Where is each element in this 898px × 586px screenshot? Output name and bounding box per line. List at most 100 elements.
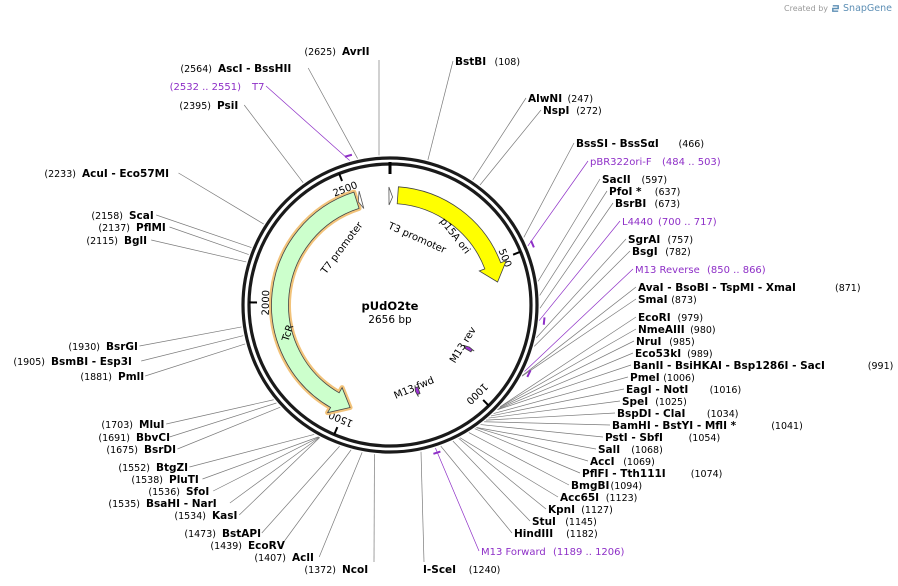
feature-t7-promoter[interactable] <box>357 191 365 209</box>
site-name: BsrBI <box>615 198 646 210</box>
enzyme-label-asci-bsshii[interactable]: (2564)AscI - BssHII <box>180 63 291 75</box>
leader-line <box>440 445 513 534</box>
site-name: KpnI <box>548 504 575 516</box>
enzyme-label-avrii[interactable]: (2625)AvrII <box>304 46 369 58</box>
site-position: (1538) <box>131 475 163 486</box>
feature-p15a-ori[interactable] <box>396 186 508 283</box>
enzyme-label-bsrbi[interactable]: (673)BsrBI <box>615 198 680 210</box>
site-position: (991) <box>868 361 894 372</box>
enzyme-label-nmeaiii[interactable]: (980)NmeAIII <box>638 324 716 336</box>
leader-line <box>458 438 547 510</box>
enzyme-label-bsahi-nari[interactable]: (1535)BsaHI - NarI <box>108 498 216 510</box>
site-name: L4440 <box>622 217 653 228</box>
enzyme-label-bsrdi[interactable]: (1675)BsrDI <box>106 444 176 456</box>
feature-t3-promoter[interactable] <box>388 186 393 206</box>
enzyme-label-sali[interactable]: (1068)SalI <box>598 444 663 456</box>
enzyme-label-acci[interactable]: (1069)AccI <box>590 456 655 468</box>
enzyme-label-pfoi[interactable]: (637)PfoI * <box>609 186 680 198</box>
enzyme-label-bstbi[interactable]: (108)BstBI <box>455 56 520 68</box>
enzyme-label-spei[interactable]: (1025)SpeI <box>622 396 687 408</box>
enzyme-label-ecorv[interactable]: (1439)EcoRV <box>210 540 285 552</box>
credit: Created by SnapGene <box>784 3 892 14</box>
enzyme-label-nspi[interactable]: (272)NspI <box>543 105 602 117</box>
leader-line <box>538 220 621 321</box>
enzyme-label-bsmbi-esp3i[interactable]: (1905)BsmBI - Esp3I <box>13 356 132 368</box>
enzyme-label-sacii[interactable]: (597)SacII <box>602 174 667 186</box>
feature-m13-rev[interactable] <box>463 344 475 353</box>
primer-label-pbr322ori-f[interactable]: (484 .. 503)pBR322ori-F <box>590 157 721 168</box>
leader-line <box>537 178 601 282</box>
leader-line <box>522 286 637 376</box>
enzyme-label-pflmi[interactable]: (2137)PflMI <box>98 222 165 234</box>
enzyme-label-bmgbi[interactable]: (1094)BmgBI <box>571 480 642 492</box>
site-name: NspI <box>543 105 569 117</box>
site-name: NmeAIII <box>638 324 685 336</box>
enzyme-label-pmei[interactable]: (1006)PmeI <box>630 372 695 384</box>
leader-line <box>468 432 570 486</box>
credit-brand: SnapGene <box>843 3 892 14</box>
enzyme-label-kpni[interactable]: (1127)KpnI <box>548 504 613 516</box>
enzyme-label-bspdi-clai[interactable]: (1034)BspDI - ClaI <box>617 408 738 420</box>
enzyme-label-banii-bsihkai-bsp1286i-saci[interactable]: (991)BanII - BsiHKAI - Bsp1286I - SacI <box>633 360 893 372</box>
enzyme-label-pmli[interactable]: (1881)PmlI <box>80 371 144 383</box>
enzyme-label-bbvci[interactable]: (1691)BbvCI <box>98 432 170 444</box>
enzyme-label-acli[interactable]: (1407)AclI <box>254 552 313 564</box>
enzyme-label-mlui[interactable]: (1703)MluI <box>101 419 164 431</box>
feature-m13-fwd[interactable] <box>414 385 421 397</box>
site-position: (1535) <box>108 499 140 510</box>
primer-label-m13-reverse[interactable]: (850 .. 866)M13 Reverse <box>635 265 766 276</box>
enzyme-label-acui-eco57mi[interactable]: (2233)AcuI - Eco57MI <box>44 168 169 180</box>
site-position: (1123) <box>606 493 638 504</box>
site-position: (700 .. 717) <box>658 217 717 228</box>
enzyme-label-bsrgi[interactable]: (1930)BsrGI <box>68 341 138 353</box>
enzyme-label-bsgi[interactable]: (782)BsgI <box>632 246 691 258</box>
enzyme-label-i-scei[interactable]: (1240)I-SceI <box>423 564 500 576</box>
feature-label-t3-promoter: T3 promoter <box>385 220 448 256</box>
feature-tcr[interactable] <box>271 191 360 414</box>
enzyme-label-eagi-noti[interactable]: (1016)EagI - NotI <box>626 384 741 396</box>
leader-line <box>480 424 604 438</box>
leader-line <box>452 440 531 522</box>
enzyme-label-acc65i[interactable]: (1123)Acc65I <box>560 492 637 504</box>
enzyme-label-sgrai[interactable]: (757)SgrAI <box>628 234 693 246</box>
enzyme-label-nrui[interactable]: (985)NruI <box>636 336 695 348</box>
site-position: (1189 .. 1206) <box>553 547 625 558</box>
enzyme-label-sfoi[interactable]: (1536)SfoI <box>148 486 209 498</box>
primer-label-t7[interactable]: (2532 .. 2551)T7 <box>170 82 265 93</box>
site-name: EagI - NotI <box>626 384 688 396</box>
leader-line <box>141 335 244 362</box>
enzyme-label-eco53ki[interactable]: (989)Eco53kI <box>635 348 713 360</box>
enzyme-label-hindiii[interactable]: (1182)HindIII <box>514 528 598 540</box>
site-name: PfoI * <box>609 186 642 198</box>
enzyme-label-pflfi-tth111i[interactable]: (1074)PflFI - Tth111I <box>582 468 722 480</box>
leader-line <box>265 85 350 161</box>
tick-label: 2000 <box>261 290 272 316</box>
enzyme-label-bsssi-bsss-i[interactable]: (466)BssSI - BssSαI <box>576 138 704 150</box>
enzyme-label-btgzi[interactable]: (1552)BtgZI <box>118 462 188 474</box>
enzyme-label-kasi[interactable]: (1534)KasI <box>174 510 237 522</box>
enzyme-label-stui[interactable]: (1145)StuI <box>532 516 597 528</box>
enzyme-label-smai[interactable]: (873)SmaI <box>638 294 697 306</box>
enzyme-label-ecori[interactable]: (979)EcoRI <box>638 312 703 324</box>
leader-line <box>178 172 264 225</box>
leader-line <box>427 60 454 160</box>
enzyme-label-ncoi[interactable]: (1372)NcoI <box>304 564 368 576</box>
enzyme-label-bamhi-bstyi-mfli[interactable]: (1041)BamHI - BstYI - MflI * <box>612 420 803 432</box>
enzyme-label-alwni[interactable]: (247)AlwNI <box>528 93 593 105</box>
leader-line <box>145 343 246 377</box>
enzyme-label-avai-bsobi-tspmi-xmai[interactable]: (871)AvaI - BsoBI - TspMI - XmaI <box>638 282 861 294</box>
enzyme-label-scai[interactable]: (2158)ScaI <box>91 210 153 222</box>
primer-label-m13-forward[interactable]: (1189 .. 1206)M13 Forward <box>481 547 625 558</box>
site-name: NruI <box>636 336 661 348</box>
enzyme-label-psti-sbfi[interactable]: (1054)PstI - SbfI <box>605 432 720 444</box>
enzyme-label-bgli[interactable]: (2115)BglI <box>86 235 147 247</box>
primer-label-l4440[interactable]: (700 .. 717) L4440 <box>622 217 717 228</box>
site-name: HindIII <box>514 528 553 540</box>
site-name: EcoRV <box>248 540 286 552</box>
enzyme-label-bstapi[interactable]: (1473)BstAPI <box>184 528 261 540</box>
leader-line <box>533 250 631 347</box>
site-position: (873) <box>671 295 697 306</box>
enzyme-label-psii[interactable]: (2395)PsiI <box>179 100 238 112</box>
enzyme-label-pluti[interactable]: (1538)PluTI <box>131 474 198 486</box>
site-name: AvaI - BsoBI - TspMI - XmaI <box>638 282 796 294</box>
